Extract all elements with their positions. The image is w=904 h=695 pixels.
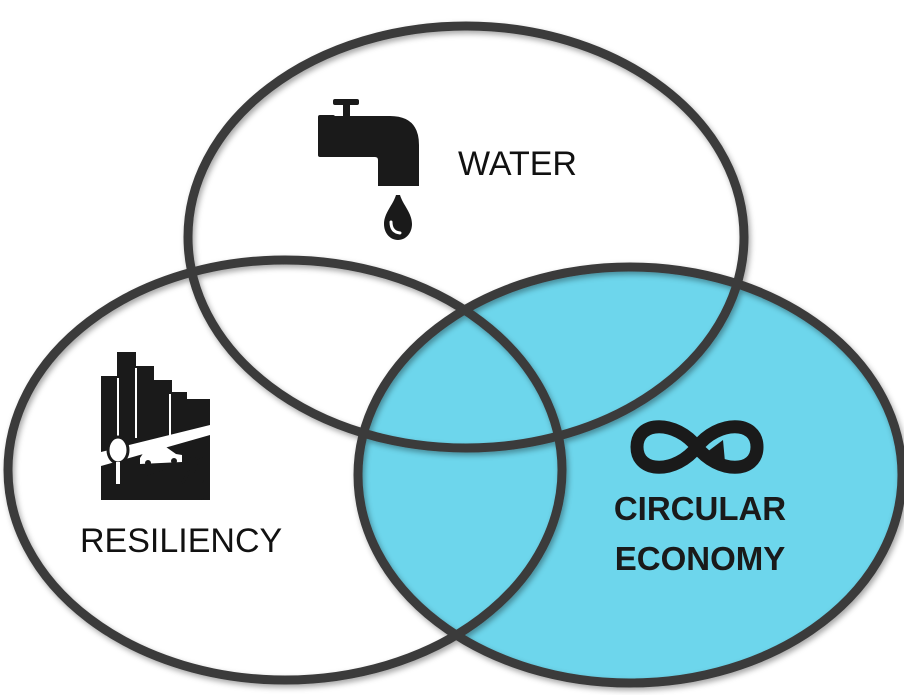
resiliency-circle bbox=[3, 255, 567, 685]
circular-economy-fill bbox=[358, 267, 902, 683]
water-label: WATER bbox=[458, 145, 577, 183]
water-tap-icon bbox=[318, 99, 419, 240]
resiliency-label: RESILIENCY bbox=[80, 522, 282, 560]
water-circle bbox=[183, 21, 749, 453]
circular-economy-label-line1: CIRCULAR bbox=[614, 490, 786, 527]
city-resilience-icon bbox=[101, 352, 210, 500]
circular-economy-label-line2: ECONOMY bbox=[615, 540, 786, 577]
venn-outlines bbox=[3, 21, 904, 688]
pedestrian-icon bbox=[181, 457, 205, 500]
circular-arrows-icon bbox=[630, 420, 764, 474]
circular-economy-circle bbox=[353, 262, 904, 688]
